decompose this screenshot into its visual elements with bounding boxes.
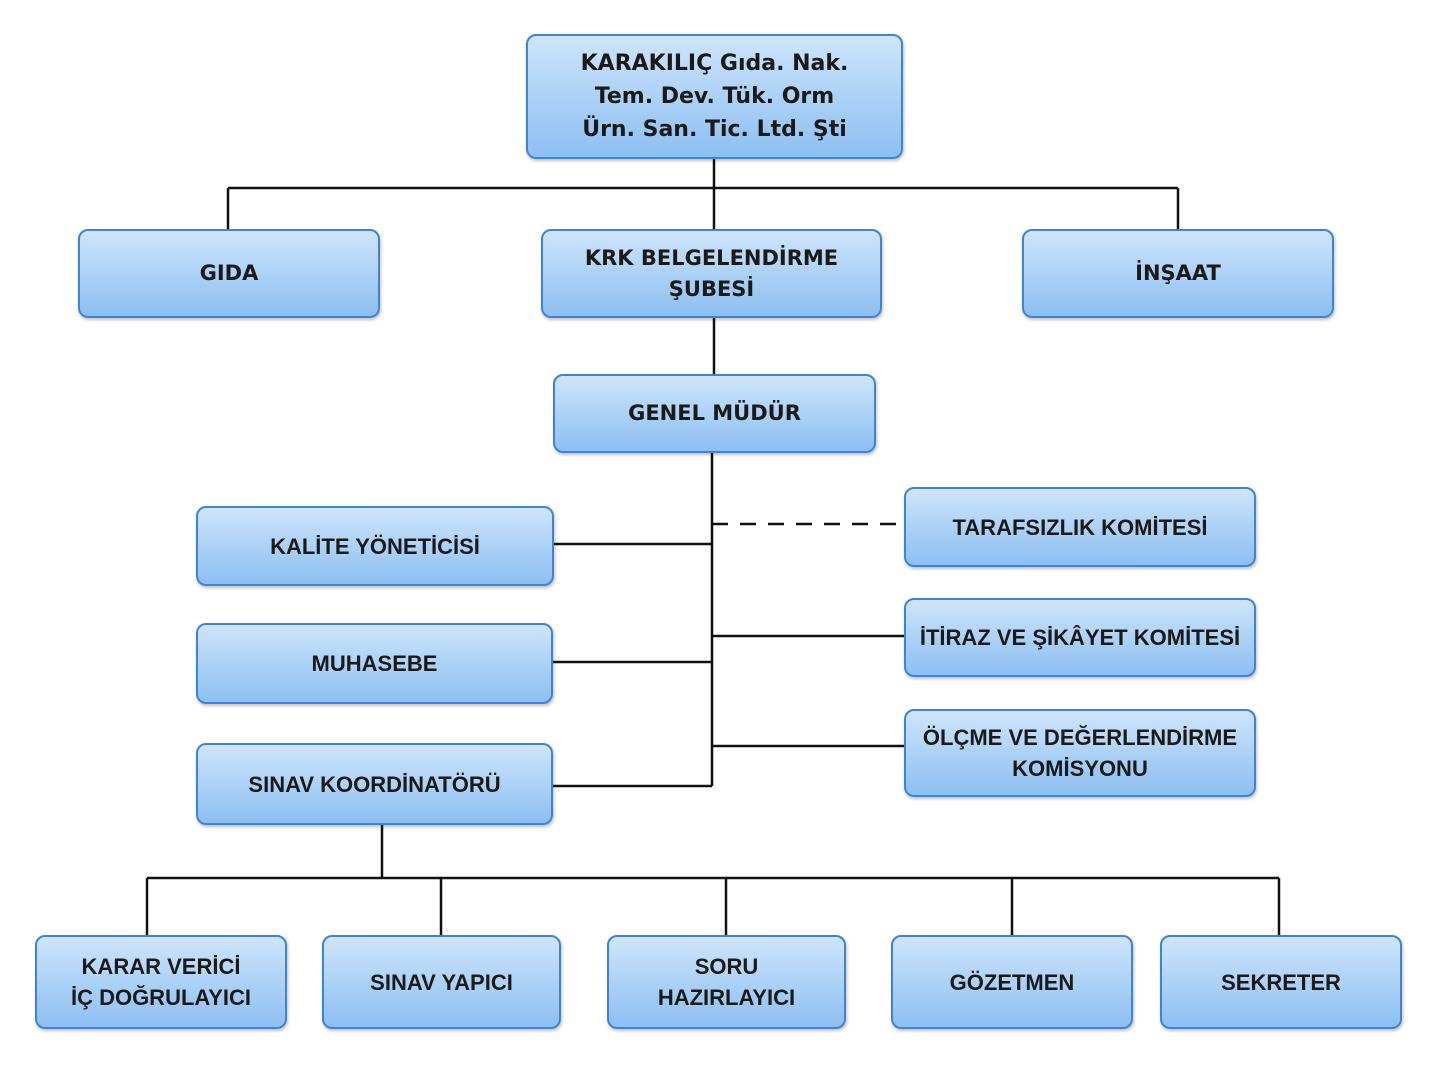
soru-hazirlayici-box: SORU HAZIRLAYICI [607,935,846,1029]
itiraz-label: İTİRAZ VE ŞİKÂYET KOMİTESİ [919,625,1241,650]
krk-label-line: KRK BELGELENDİRME [584,245,839,270]
krk-label-line: ŞUBESİ [668,276,755,301]
sekreter-box: SEKRETER [1160,935,1402,1029]
company-box: KARAKILIÇ Gıda. Nak. Tem. Dev. Tük. Orm … [526,34,903,159]
olcme-label-line: ÖLÇME VE DEĞERLENDİRME [922,725,1238,750]
sinav-koordinatoru-box: SINAV KOORDİNATÖRÜ [196,743,553,825]
soru-label-line: SORU [694,954,759,979]
gida-box: GIDA [78,229,380,318]
krk-belgelendirme-box: KRK BELGELENDİRME ŞUBESİ [541,229,882,318]
kalite-label: KALİTE YÖNETİCİSİ [270,533,480,559]
sinav-yapici-label: SINAV YAPICI [370,969,513,995]
karar-label-line: KARAR VERİCİ [81,954,241,979]
company-name-line: KARAKILIÇ Gıda. Nak. [580,51,849,76]
sinav-koordinatoru-label: SINAV KOORDİNATÖRÜ [248,771,501,797]
gida-label: GIDA [199,261,259,285]
sekreter-label: SEKRETER [1221,969,1341,995]
insaat-label: İNŞAAT [1135,261,1221,285]
sinav-yapici-box: SINAV YAPICI [322,935,561,1029]
muhasebe-box: MUHASEBE [196,623,553,704]
soru-label-line: HAZIRLAYICI [657,985,796,1010]
olcme-label-line: KOMİSYONU [1012,756,1148,781]
insaat-box: İNŞAAT [1022,229,1334,318]
genel-mudur-label: GENEL MÜDÜR [628,401,801,425]
gozetmen-label: GÖZETMEN [949,969,1075,995]
karar-verici-box: KARAR VERİCİ İÇ DOĞRULAYICI [35,935,287,1029]
gozetmen-box: GÖZETMEN [891,935,1133,1029]
genel-mudur-box: GENEL MÜDÜR [553,374,876,453]
olcme-degerlendirme-box: ÖLÇME VE DEĞERLENDİRME KOMİSYONU [904,709,1256,797]
kalite-yoneticisi-box: KALİTE YÖNETİCİSİ [196,506,554,586]
tarafsizlik-komitesi-box: TARAFSIZLIK KOMİTESİ [904,487,1256,567]
company-name-line: Ürn. San. Tic. Ltd. Şti [582,117,847,142]
company-name-line: Tem. Dev. Tük. Orm [594,84,835,109]
muhasebe-label: MUHASEBE [311,651,438,676]
tarafsizlik-label: TARAFSIZLIK KOMİTESİ [952,514,1208,540]
itiraz-sikayet-komitesi-box: İTİRAZ VE ŞİKÂYET KOMİTESİ [904,598,1256,677]
karar-label-line: İÇ DOĞRULAYICI [70,985,252,1010]
